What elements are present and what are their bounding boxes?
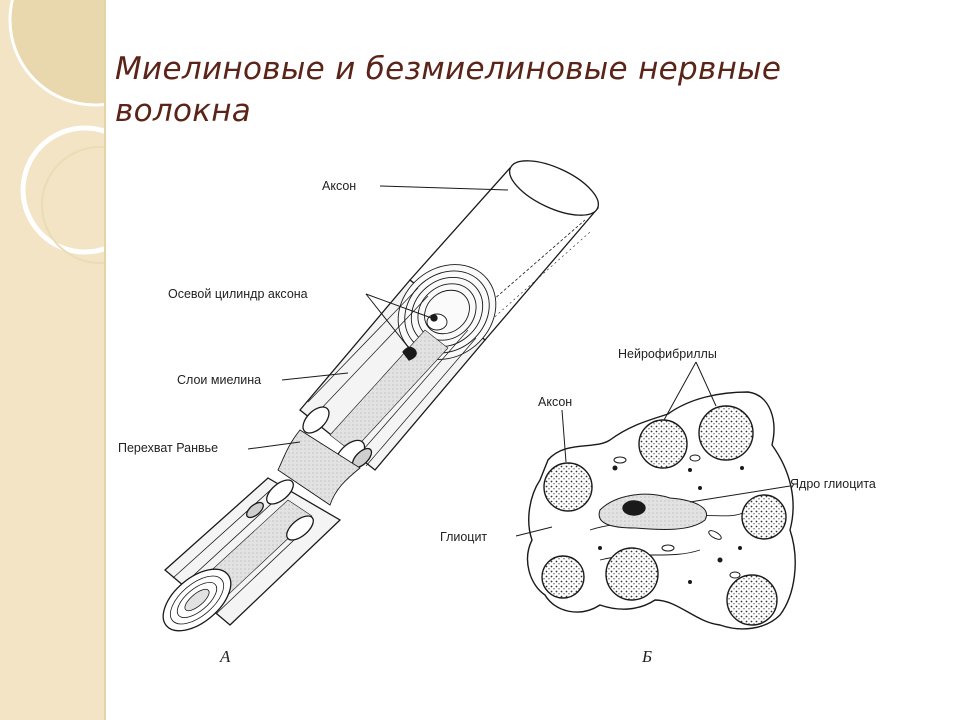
myelinated-fiber-drawing xyxy=(162,160,600,632)
label-glial-nucleus: Ядро глиоцита xyxy=(790,477,876,491)
figure-svg: Аксон Осевой цилиндр аксона Слои миелина… xyxy=(118,160,876,666)
label-gliocyte: Глиоцит xyxy=(440,530,487,544)
panel-a-leaders xyxy=(247,185,509,450)
label-neurofibrils: Нейрофибриллы xyxy=(618,347,717,361)
panel-label-b: Б xyxy=(641,647,652,666)
side-strip-edge xyxy=(104,0,106,720)
label-axial-cylinder: Осевой цилиндр аксона xyxy=(168,287,308,301)
label-axon-a: Аксон xyxy=(322,179,356,193)
slide-title: Миелиновые и безмиелиновые нервные волок… xyxy=(115,51,782,129)
nerve-fiber-figure: Аксон Осевой цилиндр аксона Слои миелина… xyxy=(106,150,926,670)
decorative-circles xyxy=(8,0,104,264)
label-ranvier-node: Перехват Ранвье xyxy=(118,441,218,455)
decorative-side-strip xyxy=(0,0,104,720)
unmyelinated-fiber-drawing xyxy=(526,391,796,630)
label-axon-b: Аксон xyxy=(538,395,572,409)
panel-b-leaders xyxy=(515,361,791,537)
panel-label-a: А xyxy=(219,647,231,666)
label-myelin-layers: Слои миелина xyxy=(177,373,261,387)
